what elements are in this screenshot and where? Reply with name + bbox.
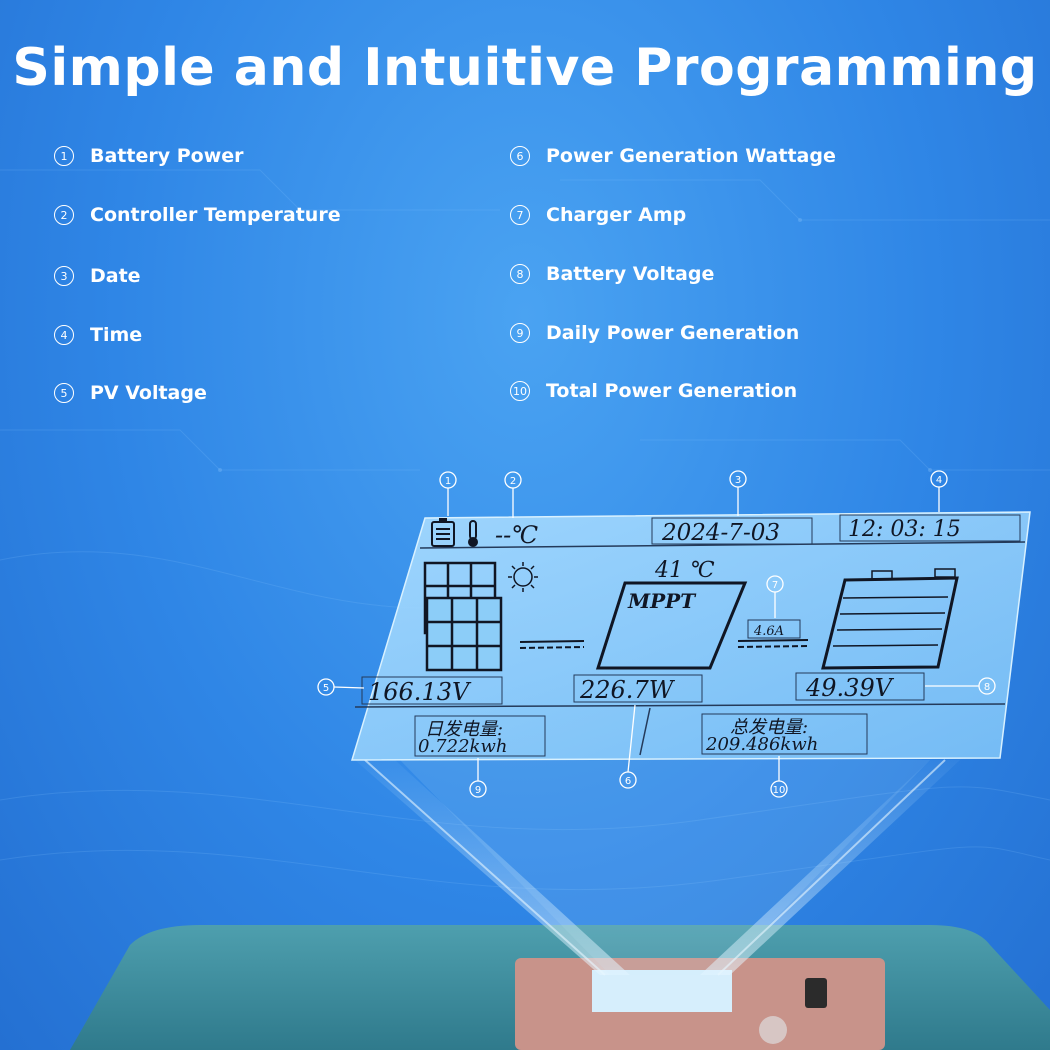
- mppt-controller-icon: [595, 581, 748, 670]
- callout-7: 7: [772, 580, 778, 591]
- callout-1: 1: [445, 476, 451, 487]
- legend-item-controller-temperature: 2 Controller Temperature: [54, 204, 341, 226]
- callout-4: 4: [936, 475, 942, 486]
- pv-voltage-box: [361, 676, 503, 705]
- legend-number: 8: [510, 264, 530, 284]
- flow-indicator-left: [519, 640, 585, 649]
- legend-item-pv-voltage: 5 PV Voltage: [54, 382, 207, 404]
- legend-item-date: 3 Date: [54, 265, 141, 287]
- legend-number: 9: [510, 323, 530, 343]
- temperature-readout: --℃: [495, 521, 538, 549]
- device-lcd: [592, 970, 732, 1012]
- charger-amp-box: [747, 619, 801, 639]
- pv-voltage-readout: 166.13V: [368, 678, 472, 706]
- battery-voltage-readout: 49.39V: [805, 674, 895, 702]
- callout-10: 10: [773, 785, 786, 796]
- controller-temperature-readout: 41 ℃: [654, 558, 715, 583]
- legend-item-charger-amp: 7 Charger Amp: [510, 204, 686, 226]
- callout-9: 9: [475, 785, 481, 796]
- legend-item-power-generation-wattage: 6 Power Generation Wattage: [510, 145, 836, 167]
- legend-label: Date: [90, 265, 141, 287]
- flow-indicator-right: [737, 639, 809, 648]
- legend-number: 3: [54, 266, 74, 286]
- callout-3: 3: [735, 475, 741, 486]
- solar-panel-icon: [423, 561, 503, 672]
- legend-label: Daily Power Generation: [546, 322, 800, 344]
- total-generation-box: [701, 713, 868, 755]
- battery-voltage-box: [795, 672, 925, 701]
- charge-controller-device: [70, 925, 1050, 1050]
- charger-amp-readout: 4.6A: [753, 624, 784, 639]
- legend-label: Charger Amp: [546, 204, 687, 226]
- date-readout: 2024-7-03: [661, 520, 780, 546]
- callout-2: 2: [510, 476, 516, 487]
- legend-number: 2: [54, 205, 74, 225]
- daily-generation-label: 日发电量:: [425, 719, 503, 740]
- callout-5: 5: [323, 683, 329, 694]
- legend-label: Power Generation Wattage: [546, 145, 836, 167]
- wattage-box: [573, 674, 703, 703]
- legend-number: 1: [54, 146, 74, 166]
- legend-label: Battery Voltage: [546, 263, 715, 285]
- usb-port-icon: [805, 978, 827, 1008]
- daily-generation-readout: 0.722kwh: [418, 736, 507, 757]
- legend-item-battery-voltage: 8 Battery Voltage: [510, 263, 714, 285]
- legend-item-daily-power-generation: 9 Daily Power Generation: [510, 322, 799, 344]
- device-button[interactable]: [759, 1016, 787, 1044]
- projection-beams: [355, 759, 960, 976]
- time-readout: 12: 03: 15: [848, 517, 961, 542]
- callout-numbers: 1 2 3 4 5 6 7 8 9 10: [323, 475, 990, 796]
- callout-8: 8: [984, 682, 990, 693]
- legend-number: 10: [510, 381, 530, 401]
- legend-number: 5: [54, 383, 74, 403]
- legend-label: PV Voltage: [90, 382, 207, 404]
- mppt-label: MPPT: [627, 589, 697, 613]
- page-title: Simple and Intuitive Programming: [12, 38, 1038, 98]
- legend-number: 7: [510, 205, 530, 225]
- callout-6: 6: [625, 776, 631, 787]
- legend-item-total-power-generation: 10 Total Power Generation: [510, 380, 797, 402]
- legend-label: Controller Temperature: [90, 204, 341, 226]
- thermometer-icon: [468, 520, 478, 547]
- time-box: [839, 514, 1021, 542]
- total-generation-readout: 209.486kwh: [705, 734, 818, 755]
- callout-markers: [317, 470, 996, 798]
- legend-label: Battery Power: [90, 145, 244, 167]
- legend-number: 6: [510, 146, 530, 166]
- legend-item-time: 4 Time: [54, 324, 142, 346]
- legend-label: Time: [90, 324, 143, 346]
- total-generation-label: 总发电量:: [730, 717, 808, 738]
- battery-icon: [431, 518, 455, 547]
- lcd-panel: [350, 511, 1031, 761]
- legend-label: Total Power Generation: [546, 380, 798, 402]
- date-box: [651, 517, 813, 545]
- legend-number: 4: [54, 325, 74, 345]
- legend-item-battery-power: 1 Battery Power: [54, 145, 244, 167]
- wattage-readout: 226.7W: [579, 676, 676, 704]
- daily-generation-box: [414, 715, 546, 757]
- battery-bank-icon: [821, 568, 959, 670]
- sun-icon: [508, 562, 538, 592]
